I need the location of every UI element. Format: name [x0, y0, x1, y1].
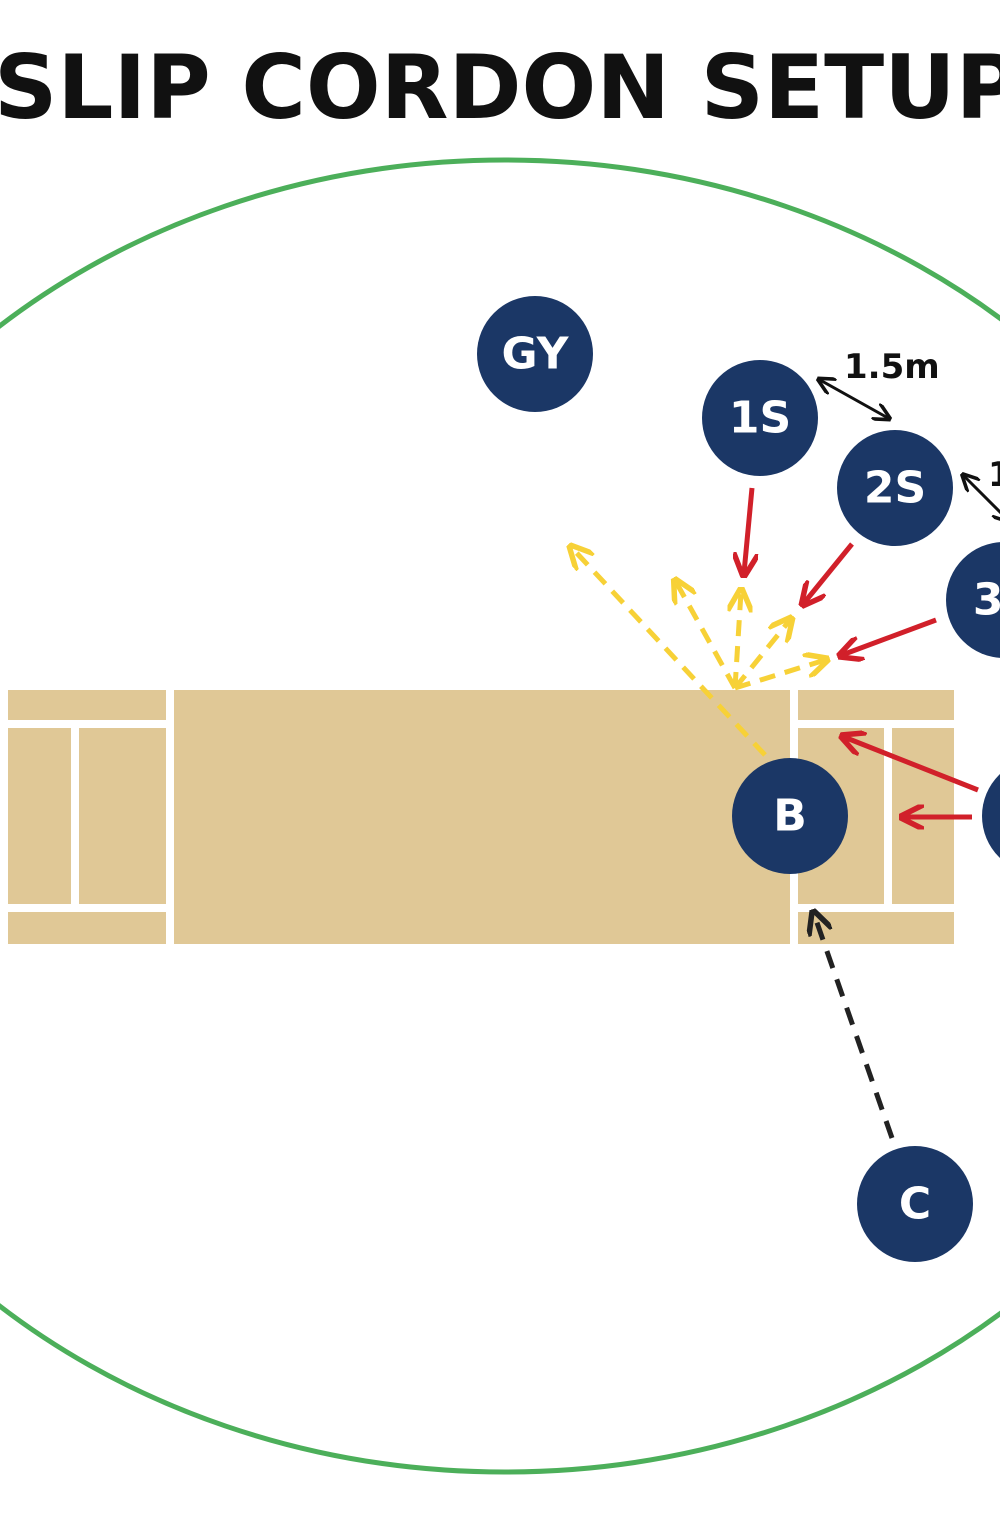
- player-2s-marker: [837, 430, 953, 546]
- edge-arrow-2: [676, 582, 738, 690]
- diagram-title: SLIP CORDON SETUP &: [0, 36, 1000, 139]
- edge-arrow-1: [572, 548, 767, 757]
- catch-arrow-3s: [842, 617, 937, 655]
- player-w: W: [982, 774, 1000, 858]
- catch-arrow-2s: [804, 542, 854, 603]
- edge-arrow-5: [734, 660, 825, 691]
- spacing-label-2s-3s: 1.5m: [988, 455, 1000, 495]
- spacing-label-1s-2s: 1.5m: [844, 347, 940, 387]
- pitch-left-inner-box: [79, 728, 166, 904]
- pitch-left-top-band: [8, 690, 166, 720]
- pitch-left-bottom-band: [8, 912, 166, 944]
- player-1s-marker: [702, 360, 818, 476]
- player-gy-marker: [477, 296, 593, 412]
- pitch-center: [174, 690, 790, 944]
- field-boundary: [0, 157, 1000, 1475]
- spacing-arrow-1s-2s: [820, 380, 888, 418]
- pitch-strip: [8, 690, 954, 944]
- player-2s: 2S: [837, 430, 953, 546]
- pitch-right-top-band: [798, 690, 954, 720]
- player-gy-label: GY: [501, 329, 569, 380]
- player-c: C: [857, 1146, 973, 1262]
- catch-arrows: [744, 487, 979, 817]
- player-2s-label: 2S: [864, 463, 926, 514]
- player-w-marker: [982, 774, 1000, 858]
- edge-arrow-4: [733, 620, 790, 690]
- player-1s: 1S: [702, 360, 818, 476]
- edge-trajectories: [572, 548, 825, 757]
- spacing-arrow-2s-3s: [964, 476, 1000, 520]
- pitch-left-outer-box: [8, 728, 71, 904]
- player-3s-marker: [946, 542, 1000, 658]
- player-c-marker: [857, 1146, 973, 1262]
- player-c-label: C: [899, 1179, 931, 1230]
- spacing-arrows: [820, 380, 1000, 520]
- player-b-marker: [732, 758, 848, 874]
- player-3s: 3S: [946, 542, 1000, 658]
- approach-arrow-c: [814, 914, 895, 1139]
- player-3s-label: 3S: [973, 575, 1000, 626]
- player-1s-label: 1S: [729, 393, 791, 444]
- player-gy: GY: [477, 296, 593, 412]
- player-b: B: [732, 758, 848, 874]
- catch-arrow-w-upper: [844, 737, 979, 793]
- player-b-label: B: [773, 791, 807, 842]
- edge-arrow-3: [735, 592, 741, 689]
- catch-arrow-1s: [744, 487, 752, 573]
